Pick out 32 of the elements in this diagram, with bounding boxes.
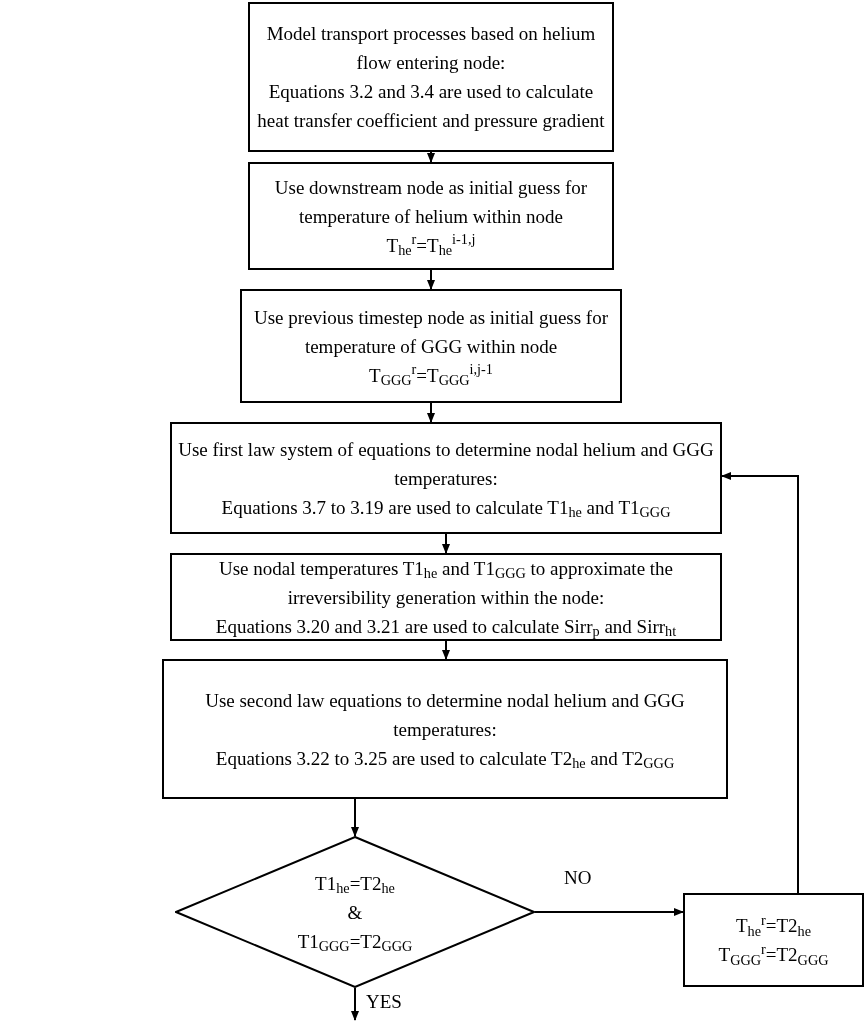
step-text: Model transport processes based on helium flow entering node: <box>265 22 597 75</box>
step-text: Use second law equations to determine nodal helium and GGG temperatures: <box>204 688 686 742</box>
arrow <box>351 798 359 837</box>
step-text: Equations 3.2 and 3.4 are used to calculate heat transfer coefficient and pressure gradient <box>256 80 606 133</box>
step-text: Equations 3.22 to 3.25 are used to calculate T2$_{he}$ and T2$_{GGG}$ <box>215 746 675 773</box>
arrow <box>427 402 435 423</box>
decision-diamond <box>175 836 535 988</box>
condition-text: T1$_{GGG}$=T2$_{GGG}$ <box>297 929 413 956</box>
arrow <box>721 472 799 894</box>
process-box <box>240 289 622 403</box>
step-text: Use downstream node as initial guess for temperature of helium within node <box>273 175 589 229</box>
arrow <box>427 269 435 290</box>
process-box <box>170 553 722 641</box>
step-text: Use first law system of equations to determine nodal helium and GGG temperatures: <box>177 437 715 491</box>
arrow <box>427 151 435 163</box>
step-text: Use previous timestep node as initial guess for temperature of GGG within node <box>252 305 610 359</box>
arrow <box>351 987 359 1021</box>
condition-text: T1$_{he}$=T2$_{he}$ <box>315 871 395 898</box>
arrow <box>442 640 450 660</box>
process-box <box>248 2 614 152</box>
process-box <box>170 422 722 534</box>
condition-text: & <box>347 900 363 925</box>
arrow <box>534 908 684 916</box>
step-text: Use nodal temperatures T1$_{he}$ and T1$_{GGG}$ to approximate the irreversibility generation within the node: <box>217 556 675 610</box>
step-text: T$_{GGG}$$^{r}$=T2$_{GGG}$ <box>718 940 829 969</box>
process-box <box>683 893 864 987</box>
arrow <box>442 533 450 554</box>
process-box <box>248 162 614 270</box>
step-text: Equations 3.20 and 3.21 are used to calculate Sirr$_{p}$ and Sirr$_{ht}$ <box>215 614 677 641</box>
step-text: T$_{he}$$^{r}$=T2$_{he}$ <box>735 911 812 940</box>
process-box <box>162 659 728 799</box>
step-text: Equations 3.7 to 3.19 are used to calculate T1$_{he}$ and T1$_{GGG}$ <box>221 495 671 522</box>
